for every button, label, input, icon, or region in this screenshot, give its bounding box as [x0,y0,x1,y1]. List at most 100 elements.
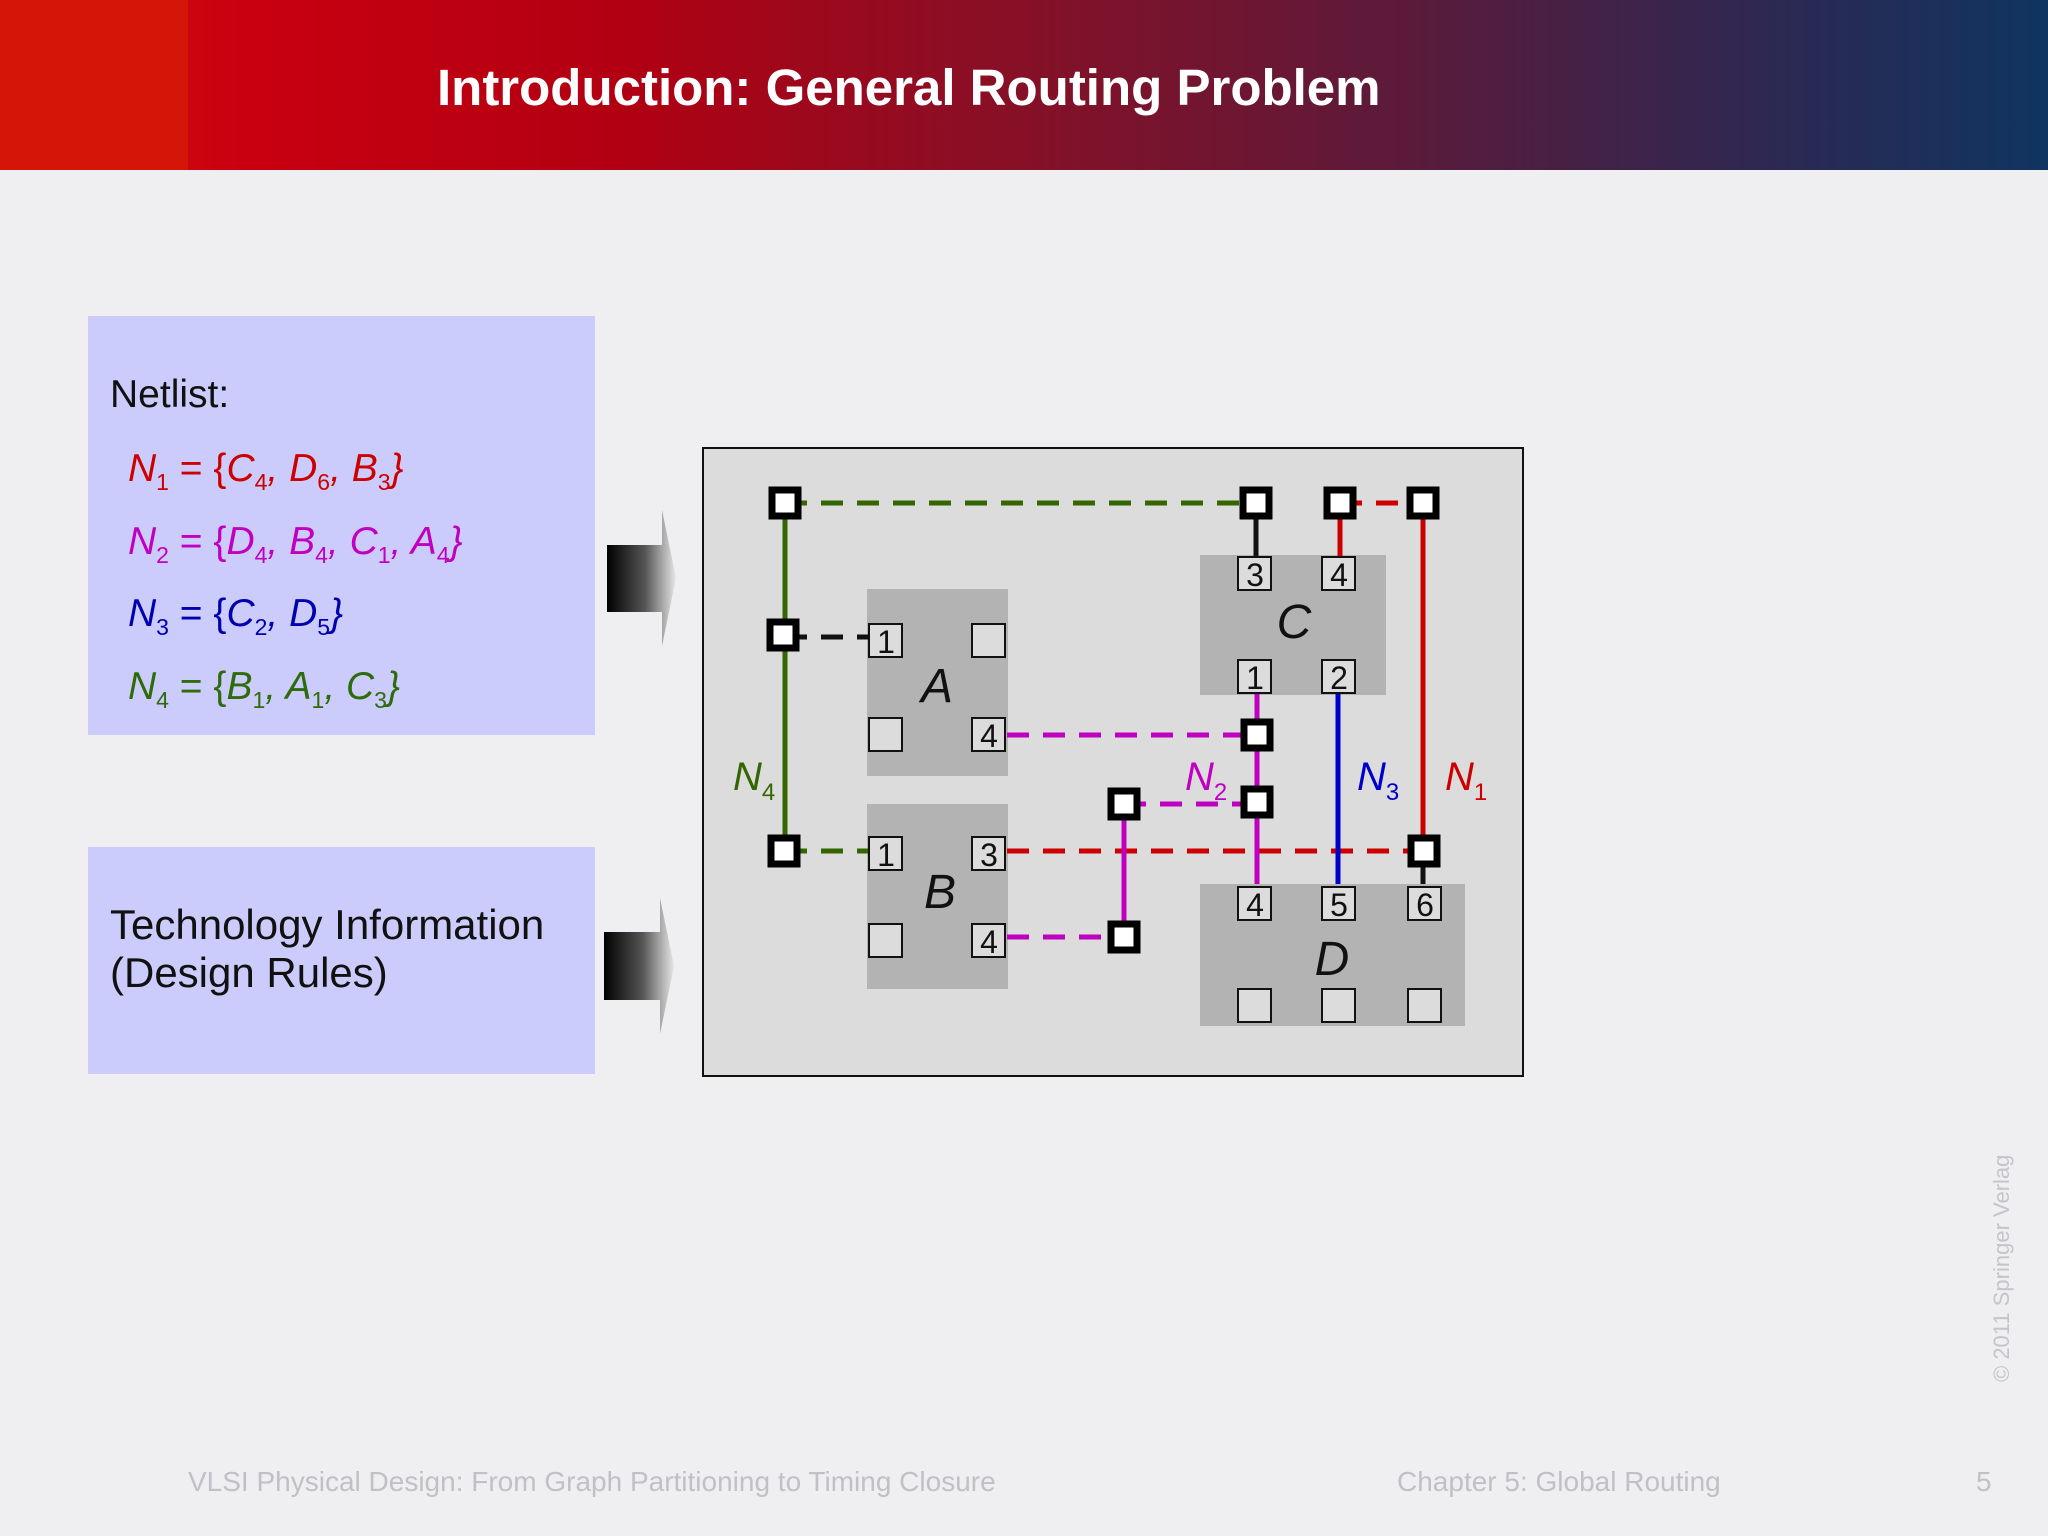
pin-d3 [1407,988,1442,1023]
pin-index: 5 [317,613,331,640]
pin-b4-label: 4 [980,924,998,960]
separator: , [267,447,290,490]
block-c-label: C [1277,596,1312,649]
pin-block: A [285,665,312,708]
technology-panel [88,847,595,1074]
page-number: 5 [1976,1466,1992,1497]
block-a-label: A [918,660,953,713]
block-b-label: B [924,866,956,919]
pin-block: D [289,592,318,635]
pin-block: C [345,665,375,708]
pin-d4-label: 4 [1246,887,1264,923]
pin-index: 3 [374,686,387,713]
net-equals: = { [168,665,227,708]
net-name: N [128,520,157,563]
node-n2-b [1107,920,1141,954]
pin-c2-label: 2 [1330,660,1348,696]
pin-d4 [1237,886,1272,921]
net-name: N [128,665,157,708]
pin-d6-label: 6 [1416,887,1434,923]
pin-d5 [1321,886,1356,921]
net-name: N [128,592,157,635]
separator: , [330,447,352,490]
pin-index: 1 [311,686,325,713]
pin-a1-label: 1 [877,624,895,660]
separator: } [386,665,400,708]
net-label-n3: N3 [1357,755,1399,806]
pin-block: C [349,520,378,563]
net-index: 1 [156,468,169,495]
pin-index: 4 [254,541,268,568]
footer-chapter: Chapter 5: Global Routing [1397,1466,1721,1497]
node-n1-top-right [1406,486,1440,520]
pin-b3 [971,836,1006,871]
node-n4-b [767,834,801,868]
net-label-n4: N4 [733,755,775,806]
banner-accent [0,0,188,170]
pin-a4-label: 4 [980,718,998,754]
block-b [867,804,1008,989]
pin-block: C [226,592,255,635]
net-index: 2 [156,541,169,568]
pin-block: A [410,520,437,563]
separator: , [327,520,350,563]
pin-c3 [1237,556,1272,591]
net-definition-n4: N4 = {B1, A1, C3} [128,665,400,714]
pin-index: 4 [436,541,450,568]
pin-block: D [226,520,255,563]
pin-block: D [289,447,318,490]
net-equals: = { [168,520,227,563]
net-equals: = { [168,592,227,635]
pin-c2 [1321,659,1356,694]
net-index: 3 [156,613,169,640]
pin-c4-label: 4 [1330,557,1348,593]
pin-index: 3 [377,468,391,495]
node-n2-a [1240,718,1274,752]
pin-b4 [971,923,1006,958]
net-definition-n3: N3 = {C2, D5} [128,592,343,641]
separator: } [449,520,463,563]
netlist-panel [88,316,595,735]
node-n2-left-top [1107,787,1141,821]
pin-a3 [868,717,903,752]
separator: } [390,447,404,490]
pin-index: 4 [315,541,328,568]
title-banner [0,0,2048,170]
pin-d2 [1321,988,1356,1023]
separator: , [267,520,290,563]
pin-b1 [868,836,903,871]
separator: , [267,592,290,635]
pin-b1-label: 1 [877,837,895,873]
footer-book-title: VLSI Physical Design: From Graph Partiti… [188,1466,996,1497]
netlist-arrow-icon [607,510,676,646]
pin-a1 [868,623,903,658]
net-label-n1: N1 [1445,755,1487,806]
pin-index: 2 [254,613,268,640]
pin-c1 [1237,659,1272,694]
node-n4-c [1239,486,1273,520]
pin-d5-label: 5 [1330,887,1348,923]
pin-block: C [226,447,255,490]
node-n4-a [766,618,800,652]
pin-d1 [1237,988,1272,1023]
pin-index: 6 [317,468,331,495]
pin-block: B [289,520,316,563]
net-index: 4 [156,686,169,713]
pin-a4 [971,717,1006,752]
pin-c3-label: 3 [1246,557,1264,593]
net-name: N [128,447,157,490]
technology-info-text: Technology Information (Design Rules) [110,901,545,996]
net-label-n2: N2 [1185,755,1227,806]
pin-block: B [351,447,378,490]
pin-c1-label: 1 [1246,660,1264,696]
pin-b3-label: 3 [980,837,998,873]
node-n4-top-left [768,486,802,520]
pin-d6 [1407,886,1442,921]
pin-c4 [1321,556,1356,591]
node-n1-c [1323,486,1357,520]
node-n2-mid [1240,785,1274,819]
separator: , [324,665,346,708]
netlist-heading: Netlist: [110,373,230,416]
block-d-label: D [1315,933,1350,986]
